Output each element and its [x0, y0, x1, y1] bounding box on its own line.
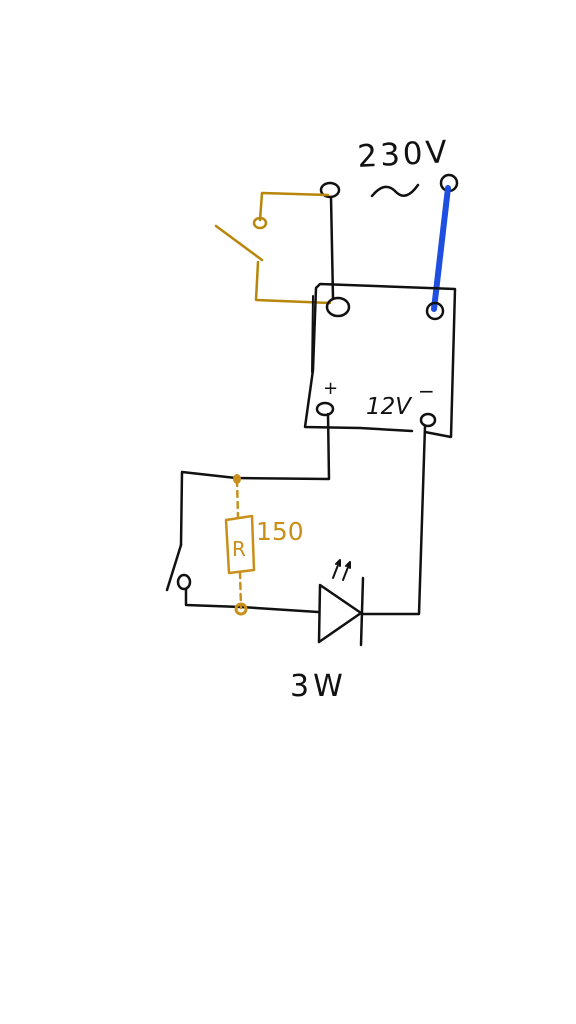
resistor-lead-bottom	[238, 570, 243, 610]
dc-switch-contact	[176, 573, 192, 591]
minus-label: −	[418, 379, 435, 403]
plus-label: +	[323, 378, 338, 399]
dc-plus-wire	[179, 412, 331, 547]
mains-voltage-label: 230V	[357, 134, 451, 175]
led-bar	[359, 576, 365, 647]
dc-bottom-wire	[184, 587, 320, 614]
dc-terminal-minus	[419, 412, 437, 428]
switch-wire	[254, 191, 332, 305]
resistor-lead-top	[235, 478, 240, 520]
resistor-node-bottom	[234, 602, 248, 616]
led-triangle	[317, 583, 363, 644]
dc-minus-wire	[360, 424, 427, 616]
power-supply-box	[303, 282, 457, 439]
resistor-letter: R	[232, 537, 246, 561]
live-wire	[329, 195, 335, 300]
ac-symbol	[370, 183, 420, 198]
led-power-label: 3W	[290, 669, 347, 704]
dc-switch-lever	[165, 543, 183, 592]
module-ac-terminal-left	[325, 296, 351, 318]
neutral-wire	[431, 185, 451, 312]
switch-lever	[214, 224, 264, 262]
dc-terminal-plus	[315, 401, 335, 417]
resistor-value: 150	[256, 517, 304, 546]
module-ac-terminal-right	[425, 301, 445, 321]
led-light-arrows-icon	[332, 559, 351, 581]
resistor-body	[224, 514, 256, 575]
power-supply-box-edge	[311, 295, 314, 373]
resistor-node-top	[233, 474, 241, 484]
switch-contact	[252, 216, 268, 230]
dc-voltage-label: 12V	[366, 394, 413, 420]
